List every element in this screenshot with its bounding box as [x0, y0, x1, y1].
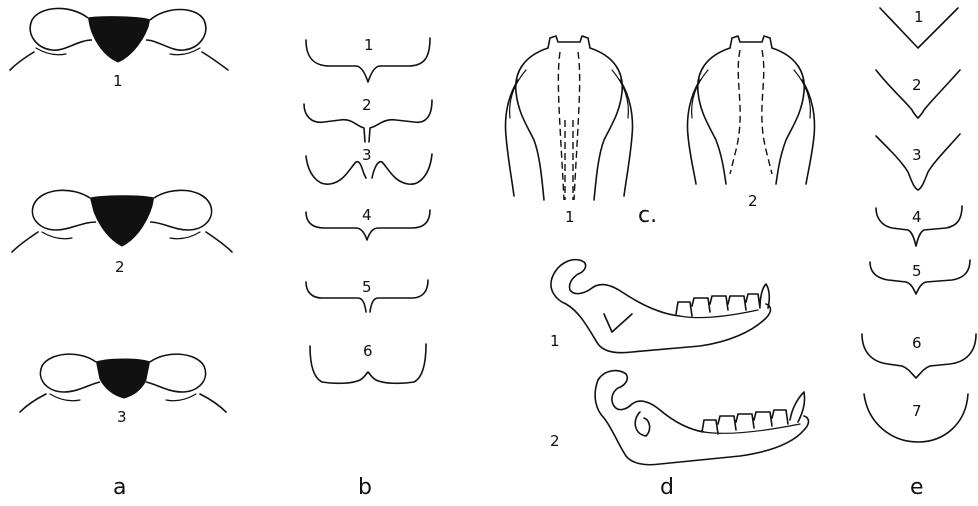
panel-a-number-3: 3 — [117, 408, 127, 426]
panel-b-number-3: 3 — [362, 146, 372, 164]
panel-e-number-7: 7 — [912, 402, 922, 420]
panel-d-number-1: 1 — [550, 332, 560, 350]
panel-d-mandible-2 — [595, 371, 808, 465]
panel-e-number-1: 1 — [914, 8, 924, 26]
panel-b-number-4: 4 — [362, 206, 372, 224]
panel-e: 1 2 3 4 5 6 7 e — [862, 8, 976, 500]
panel-d: 1 2 d — [550, 260, 809, 500]
panel-b-number-1: 1 — [364, 36, 374, 54]
panel-a-figure-2 — [12, 190, 232, 252]
panel-a-number-2: 2 — [115, 258, 125, 276]
panel-a-label: a — [113, 475, 126, 500]
panel-e-number-2: 2 — [912, 76, 922, 94]
panel-a-figure-3 — [20, 354, 226, 412]
panel-e-number-4: 4 — [912, 208, 922, 226]
panel-b: 1 2 3 4 5 6 b — [304, 36, 432, 500]
panel-b-label: b — [358, 475, 372, 500]
panel-c-number-2: 2 — [748, 192, 758, 210]
panel-b-number-2: 2 — [362, 96, 372, 114]
panel-c-skull-2 — [688, 36, 815, 184]
panel-c-skull-1 — [506, 36, 633, 200]
panel-d-mandible-1 — [551, 260, 771, 353]
panel-a-figure-1 — [10, 8, 228, 70]
panel-c-label: c. — [638, 203, 657, 228]
panel-a-number-1: 1 — [113, 72, 123, 90]
panel-b-number-5: 5 — [362, 278, 372, 296]
panel-e-number-5: 5 — [912, 262, 922, 280]
panel-d-label: d — [660, 475, 674, 500]
panel-e-label: e — [910, 475, 924, 500]
panel-a: 1 2 3 a — [10, 8, 232, 500]
panel-c-number-1: 1 — [565, 208, 575, 226]
panel-c: 1 2 c. — [506, 36, 815, 228]
panel-b-number-6: 6 — [363, 342, 373, 360]
panel-d-number-2: 2 — [550, 432, 560, 450]
panel-e-number-3: 3 — [912, 146, 922, 164]
panel-e-number-6: 6 — [912, 334, 922, 352]
